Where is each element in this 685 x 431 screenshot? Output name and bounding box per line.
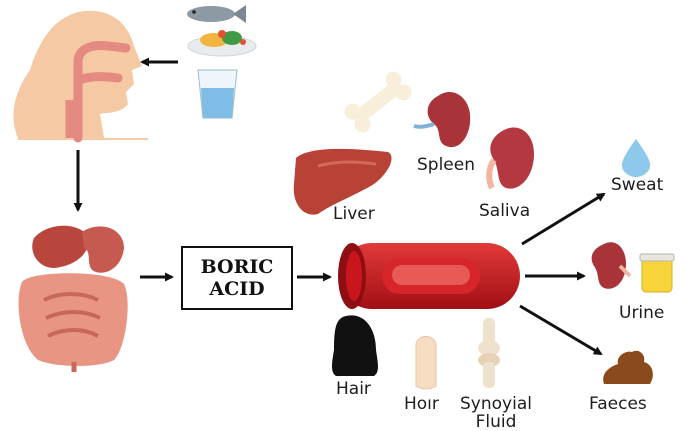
spleen-label: Spleen bbox=[417, 155, 475, 175]
spleen-icon bbox=[413, 92, 471, 148]
liver-label: Liver bbox=[333, 204, 375, 224]
water-glass-icon bbox=[197, 69, 238, 119]
bone-icon bbox=[344, 71, 412, 133]
saliva-label: Saliva bbox=[479, 201, 531, 221]
hair-icon bbox=[332, 315, 378, 376]
urine-cup-icon bbox=[639, 253, 675, 293]
blood-to-sweat-arrow bbox=[521, 192, 606, 246]
faeces-icon bbox=[603, 350, 653, 384]
synovial-label-line1: Synoyial bbox=[460, 394, 532, 414]
faeces-label: Faeces bbox=[589, 394, 647, 414]
boric-acid-box: BORIC ACID bbox=[181, 246, 293, 310]
digestive-system-icon bbox=[18, 225, 128, 372]
sweat-drop-icon bbox=[622, 139, 650, 177]
synovial-label-line2: Fluid bbox=[475, 412, 517, 431]
boric-acid-line2: ACID bbox=[209, 278, 265, 300]
urine-label: Urine bbox=[619, 303, 665, 323]
blood-vessel-icon bbox=[338, 243, 520, 309]
liver-icon bbox=[293, 148, 392, 215]
sweat-label: Sweat bbox=[611, 175, 664, 195]
human-head-icon bbox=[13, 10, 148, 143]
fish-icon bbox=[187, 5, 246, 23]
synovial-fluid-label: Synoyial Fluid bbox=[460, 395, 532, 431]
joint-icon bbox=[478, 318, 500, 388]
blood-to-faeces-arrow bbox=[519, 304, 603, 356]
nail-icon bbox=[415, 336, 437, 390]
kidney-icon bbox=[591, 242, 632, 289]
hair-label: Hair bbox=[336, 379, 371, 399]
food-plate-icon bbox=[187, 30, 257, 57]
boric-acid-line1: BORIC bbox=[200, 256, 274, 278]
hoir-label: Hoır bbox=[404, 394, 439, 414]
saliva-organ-icon bbox=[486, 127, 534, 190]
